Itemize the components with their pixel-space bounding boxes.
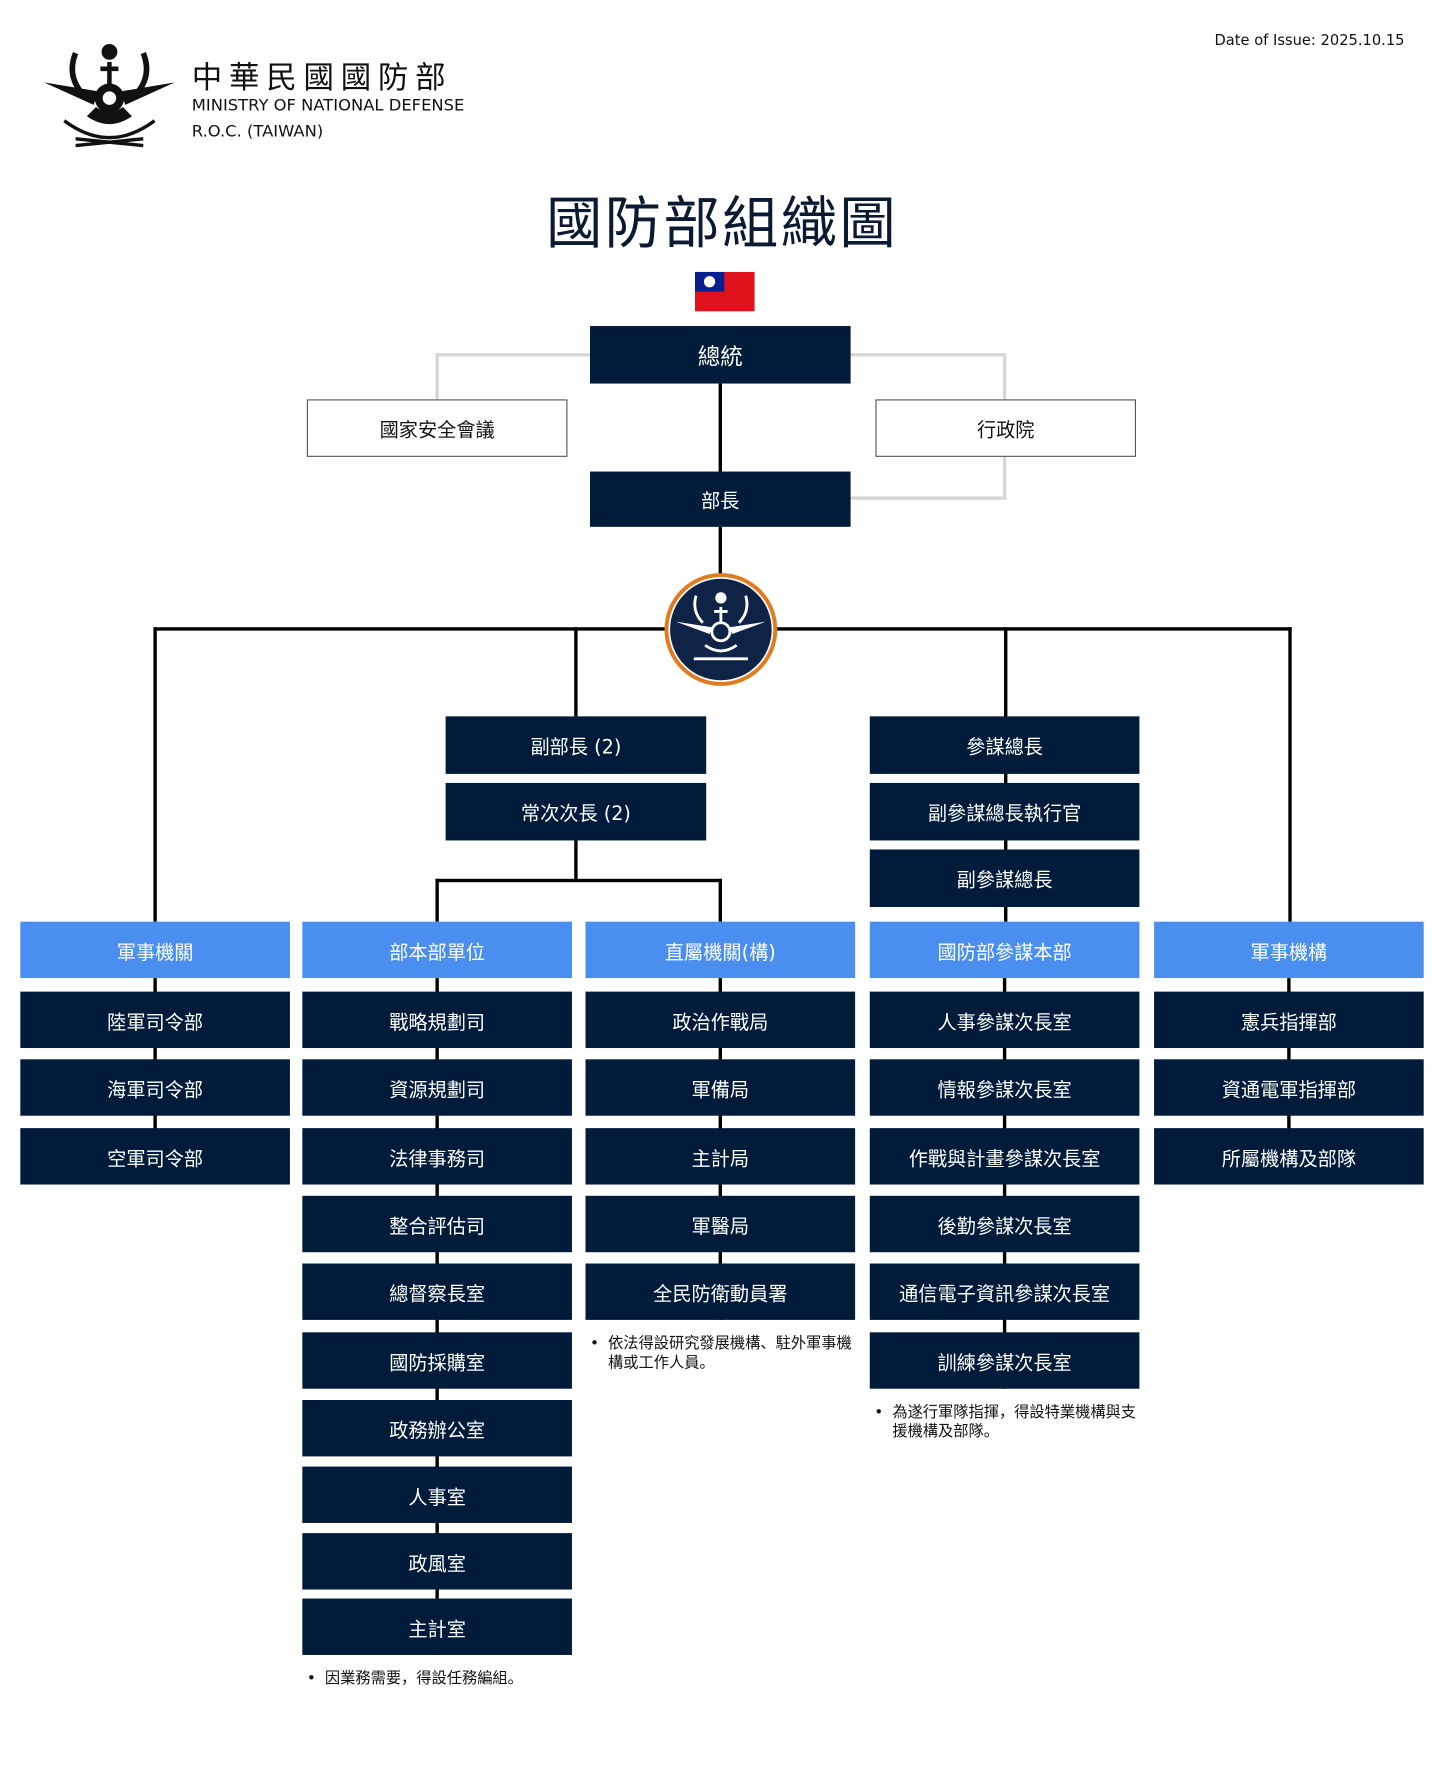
unit-box: 訓練參謀次長室	[869, 1332, 1140, 1389]
connector	[435, 878, 722, 883]
unit-box: 後勤參謀次長室	[869, 1195, 1140, 1253]
unit-box: 所屬機構及部隊	[1154, 1128, 1424, 1185]
unit-box: 國防採購室	[302, 1332, 572, 1389]
mnd-emblem-icon	[664, 573, 778, 686]
connector	[1002, 456, 1007, 500]
unit-box: 軍醫局	[585, 1195, 856, 1253]
column-header: 軍事機關	[20, 921, 290, 979]
unit-box: 軍備局	[585, 1059, 856, 1116]
connector	[1288, 627, 1292, 922]
unit-box: 通信電子資訊參謀次長室	[869, 1263, 1140, 1320]
chief-of-staff-box: 參謀總長	[869, 716, 1140, 774]
connector	[435, 353, 591, 357]
unit-box: 法律事務司	[302, 1128, 572, 1185]
connector	[153, 627, 157, 922]
connector	[1002, 353, 1007, 400]
unit-box: 資通電軍指揮部	[1154, 1059, 1424, 1116]
connector	[574, 840, 578, 882]
ministry-emblem-logo	[43, 43, 175, 148]
unit-box: 主計室	[302, 1598, 572, 1655]
org-name-zh: 中華民國國防部	[191, 60, 453, 96]
connector	[850, 353, 1007, 357]
unit-box: 政風室	[302, 1533, 572, 1590]
connector	[435, 353, 439, 400]
column-header: 直屬機關(構)	[585, 921, 856, 979]
unit-box: 情報參謀次長室	[869, 1059, 1140, 1116]
unit-box: 戰略規劃司	[302, 991, 572, 1049]
connector	[435, 878, 439, 922]
chief-of-staff-box: 副參謀總長	[869, 849, 1140, 908]
connector	[718, 383, 722, 472]
deputy-minister-box: 副部長 (2)	[445, 716, 707, 774]
nsc-box: 國家安全會議	[306, 399, 568, 457]
connector	[574, 627, 578, 717]
unit-box: 整合評估司	[302, 1195, 572, 1253]
unit-box: 空軍司令部	[20, 1128, 290, 1185]
vice-minister-box: 常次次長 (2)	[445, 782, 707, 841]
president-box: 總統	[590, 326, 851, 384]
connector	[718, 878, 722, 922]
column-header: 軍事機構	[1154, 921, 1424, 979]
unit-box: 陸軍司令部	[20, 991, 290, 1049]
column-note: 為遂行軍隊指揮，得設特業機構與支援機構及部隊。	[874, 1403, 1139, 1441]
unit-box: 人事室	[302, 1466, 572, 1523]
unit-box: 主計局	[585, 1128, 856, 1185]
unit-box: 政務辦公室	[302, 1400, 572, 1457]
chief-of-staff-box: 副參謀總長執行官	[869, 782, 1140, 841]
org-name-en: MINISTRY OF NATIONAL DEFENSE	[191, 97, 465, 116]
connector	[1004, 627, 1008, 922]
connector	[718, 526, 722, 575]
unit-box: 海軍司令部	[20, 1059, 290, 1116]
roc-flag-icon	[694, 271, 755, 312]
unit-box: 全民防衛動員署	[585, 1263, 856, 1320]
unit-box: 憲兵指揮部	[1154, 991, 1424, 1049]
column-header: 部本部單位	[302, 921, 572, 979]
unit-box: 總督察長室	[302, 1263, 572, 1320]
executive-yuan-box: 行政院	[875, 399, 1137, 457]
column-note: 依法得設研究發展機構、駐外軍事機構或工作人員。	[590, 1335, 855, 1373]
column-note: 因業務需要，得設任務編組。	[307, 1670, 572, 1689]
connector	[850, 496, 1007, 500]
unit-box: 作戰與計畫參謀次長室	[869, 1128, 1140, 1185]
minister-box: 部長	[590, 471, 851, 527]
page-title: 國防部組織圖	[546, 190, 898, 257]
date-of-issue: Date of Issue: 2025.10.15	[1214, 32, 1405, 50]
org-country: R.O.C. (TAIWAN)	[191, 122, 324, 142]
unit-box: 資源規劃司	[302, 1059, 572, 1116]
unit-box: 人事參謀次長室	[869, 991, 1140, 1049]
unit-box: 政治作戰局	[585, 991, 856, 1049]
column-header: 國防部參謀本部	[869, 921, 1140, 979]
